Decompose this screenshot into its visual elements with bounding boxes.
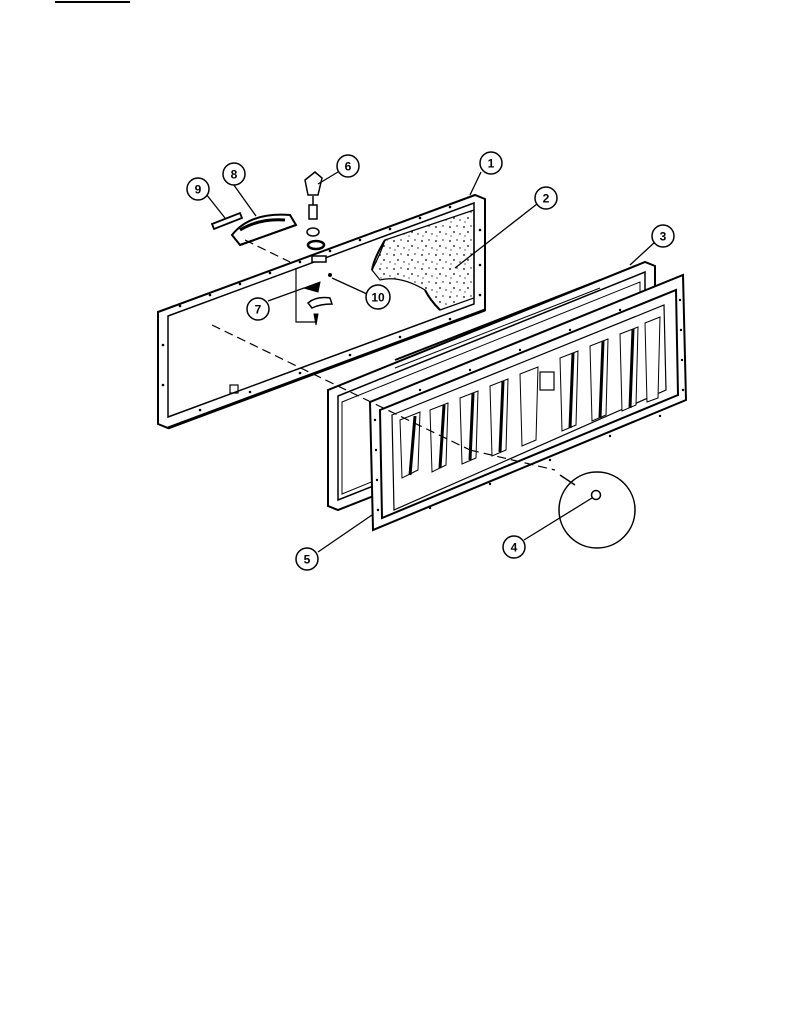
callout-5: 5	[295, 547, 319, 571]
callout-4-label: 4	[511, 541, 518, 555]
callout-6: 6	[336, 154, 360, 178]
callout-9-label: 9	[195, 183, 202, 197]
callout-5-label: 5	[304, 553, 311, 567]
callout-2: 2	[534, 186, 558, 210]
callout-6-label: 6	[345, 160, 352, 174]
callout-10-label: 10	[371, 291, 385, 305]
callout-1-label: 1	[488, 157, 495, 171]
callout-8-label: 8	[231, 168, 238, 182]
callout-4: 4	[502, 535, 526, 559]
callout-8: 8	[222, 162, 246, 186]
liner-shelf-shading	[399, 316, 661, 479]
callout-leader-lines	[205, 171, 656, 553]
gasket-frame	[368, 273, 688, 532]
callout-7: 7	[246, 297, 270, 321]
callout-1: 1	[479, 151, 503, 175]
gasket-rivets	[373, 298, 685, 512]
callout-2-label: 2	[543, 192, 550, 206]
callout-3-label: 3	[660, 230, 667, 244]
callout-7-label: 7	[255, 303, 262, 317]
callout-10: 10	[365, 284, 391, 310]
panel-rivets-back	[161, 205, 482, 412]
handle-trim-strip	[210, 211, 244, 231]
hinge-detail-inset	[558, 471, 636, 549]
callout-3: 3	[651, 224, 675, 248]
lock-assembly	[295, 171, 334, 326]
callout-9: 9	[186, 177, 210, 201]
door-handle	[230, 213, 298, 247]
insulation	[371, 209, 475, 311]
assembly-dashed-lines	[211, 239, 556, 471]
